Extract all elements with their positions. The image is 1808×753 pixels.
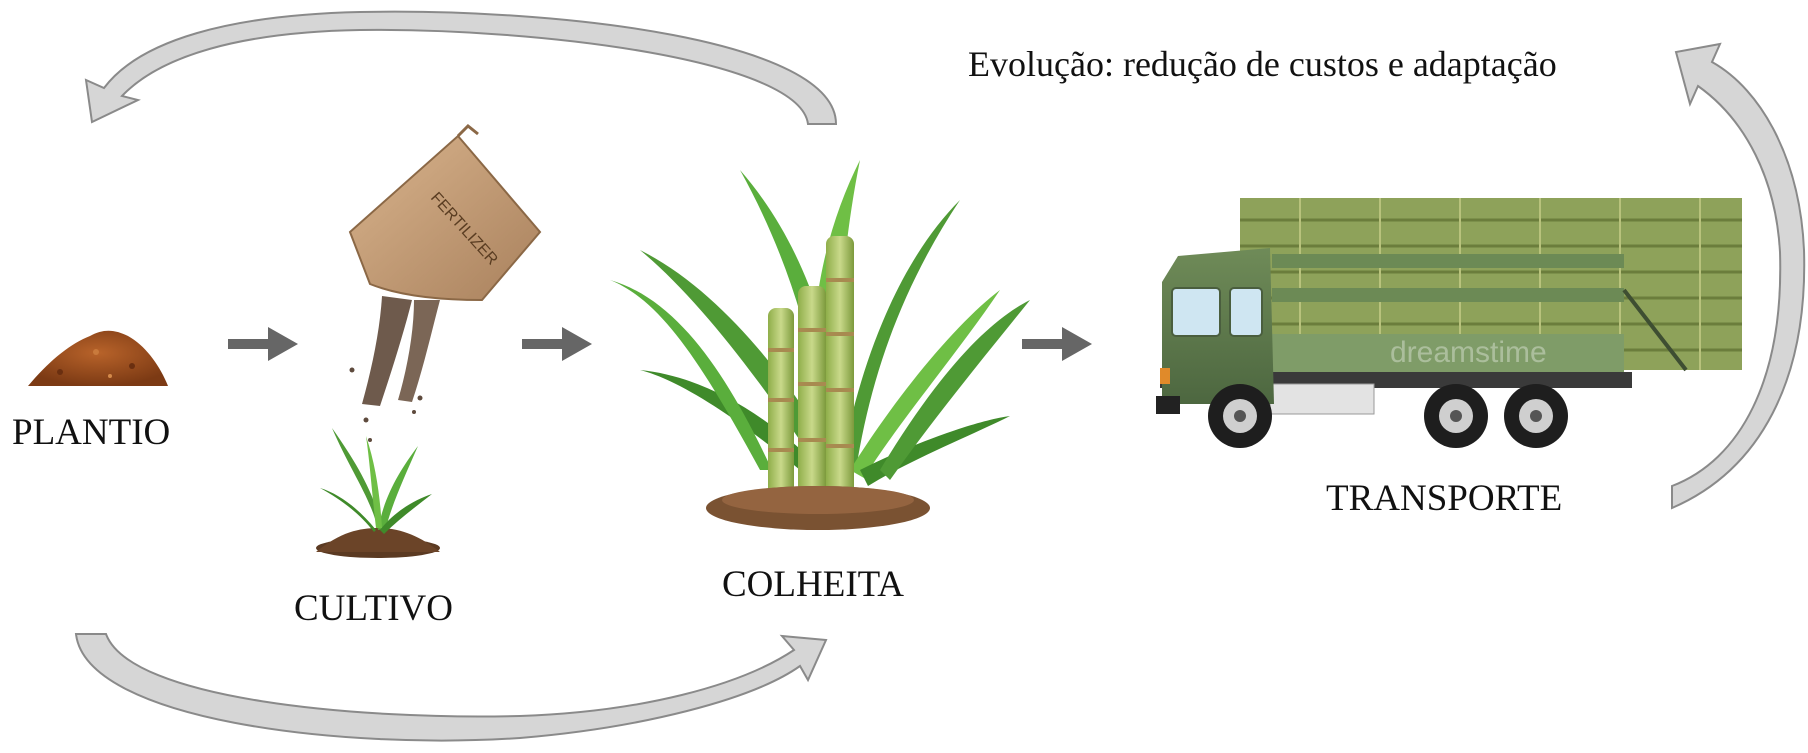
cane-truck-icon: dreamstime <box>1156 198 1742 448</box>
flow-arrow-2 <box>522 327 592 361</box>
truck-wheel <box>1504 384 1568 448</box>
soil-pile-icon <box>28 330 168 386</box>
right-cycle-arrow <box>1671 42 1806 510</box>
stage-label-transporte: TRANSPORTE <box>1326 478 1563 519</box>
truck-wheel <box>1424 384 1488 448</box>
fertilizer-bag-icon: FERTILIZER <box>348 123 542 442</box>
watermark-text: dreamstime <box>1390 336 1547 369</box>
stage-label-colheita: COLHEITA <box>722 564 905 605</box>
bottom-cycle-arrow <box>74 633 828 742</box>
sugarcane-plant-icon <box>610 160 1030 530</box>
stage-label-plantio: PLANTIO <box>12 412 171 453</box>
evolution-caption: Evolução: redução de custos e adaptação <box>968 44 1557 84</box>
top-left-cycle-arrow <box>84 10 838 125</box>
flow-arrow-3 <box>1022 327 1092 361</box>
truck-wheel <box>1208 384 1272 448</box>
stage-label-cultivo: CULTIVO <box>294 588 453 629</box>
seedling-icon <box>316 428 440 558</box>
flow-arrow-1 <box>228 327 298 361</box>
